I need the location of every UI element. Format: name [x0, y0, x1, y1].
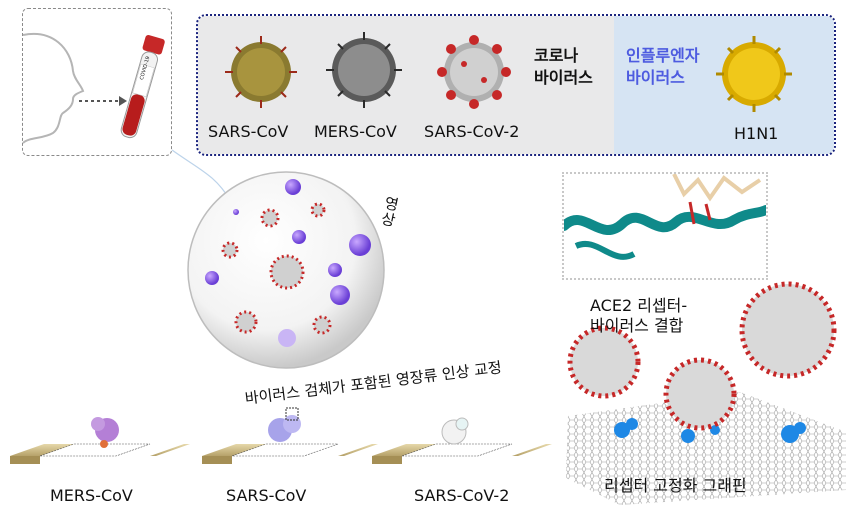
device-label-sars-cov: SARS-CoV: [226, 486, 307, 505]
device-label-sars-cov-2: SARS-CoV-2: [414, 486, 510, 505]
virus-particle-icon: [221, 202, 332, 335]
coronavirus-title-line1: 코로나: [534, 46, 579, 65]
sars-cov-particle-icon: [225, 36, 297, 108]
mers-cov-particle-icon: [326, 32, 402, 108]
sars-cov-2-particle-icon: [437, 35, 511, 109]
ace2-binding-insert: [562, 172, 768, 280]
mers-cov-device-icon: [10, 417, 190, 464]
influenza-title-line1: 인플루엔자: [626, 46, 700, 65]
h1n1-particle-icon: [716, 36, 792, 112]
sars-cov-label: SARS-CoV: [208, 122, 289, 141]
insert-caption-line1: ACE2 리셉터-: [590, 296, 688, 315]
face-profile-icon: [22, 32, 85, 144]
virus-types-panel: SARS-CoV MERS-CoV SARS-CoV-2 코로나 바이러스 인플…: [196, 14, 836, 156]
sars-cov-2-device-icon: [372, 417, 552, 464]
mers-cov-label: MERS-CoV: [314, 122, 397, 141]
device-label-mers-cov: MERS-CoV: [50, 486, 133, 505]
insert-caption-line2: 바이러스 결합: [590, 316, 684, 335]
sample-tube-icon: [120, 35, 165, 139]
protein-structure-icon: [564, 174, 766, 260]
graphene-label: 리셉터 고정화 그래핀: [604, 476, 747, 495]
sample-collection-box: COVID-19: [22, 8, 172, 156]
influenza-title-line2: 바이러스: [626, 68, 685, 87]
h1n1-label: H1N1: [734, 124, 779, 143]
sars-cov-2-label: SARS-CoV-2: [424, 122, 520, 141]
purple-particle-icon: [205, 179, 371, 347]
sars-cov-device-icon: [202, 407, 378, 464]
coronavirus-title-line2: 바이러스: [534, 68, 593, 87]
breath-arrow-icon: [79, 96, 127, 106]
